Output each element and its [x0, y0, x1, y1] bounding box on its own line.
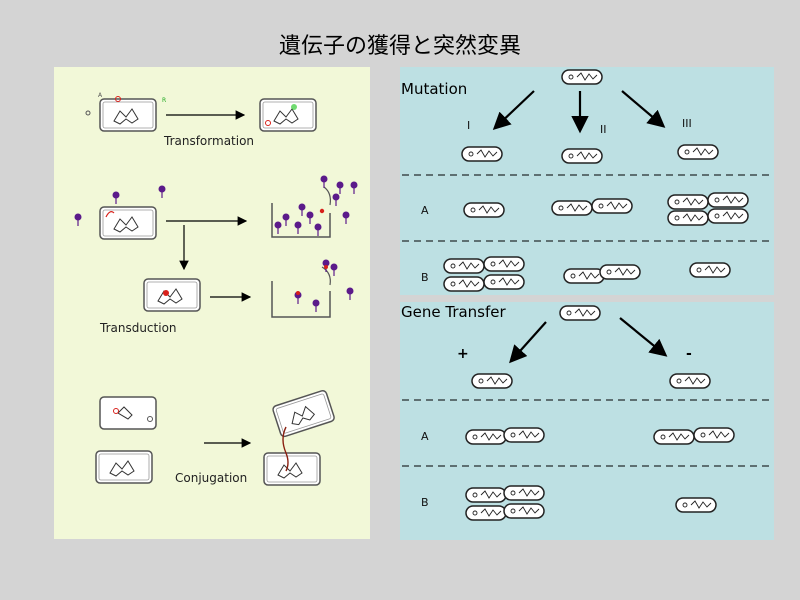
gene-transfer-illustration	[402, 305, 772, 521]
svg-text:A: A	[98, 92, 103, 99]
gene-row-label-a: A	[421, 430, 429, 443]
mutation-illustration	[402, 69, 772, 292]
gene-row-label-b: B	[421, 496, 429, 509]
branch-label-iii: III	[682, 117, 692, 130]
conjugation-label: Conjugation	[175, 471, 248, 485]
gene-transfer-panel: Gene Transfer + - A B	[400, 302, 774, 540]
branch-label-i: I	[467, 119, 471, 132]
transformation-illustration: A R	[85, 92, 317, 132]
row-label-b: B	[421, 271, 429, 284]
mutation-heading: Mutation	[401, 80, 468, 98]
gene-transfer-mechanisms-panel: A R	[54, 67, 370, 539]
branch-label-ii: II	[600, 123, 607, 136]
page-title: 遺伝子の獲得と突然変異	[278, 34, 521, 59]
mutation-panel: Mutation I II III A B	[400, 67, 774, 295]
transformation-label: Transformation	[164, 134, 255, 148]
plus-label: +	[457, 346, 469, 362]
conjugation-illustration	[95, 388, 336, 486]
gene-transfer-heading: Gene Transfer	[401, 303, 506, 321]
transduction-illustration	[73, 174, 359, 318]
mechanisms-illustration: A R	[73, 92, 359, 486]
svg-text:R: R	[162, 97, 166, 104]
minus-label: -	[686, 346, 692, 362]
transduction-label: Transduction	[100, 321, 177, 335]
row-label-a: A	[421, 204, 429, 217]
